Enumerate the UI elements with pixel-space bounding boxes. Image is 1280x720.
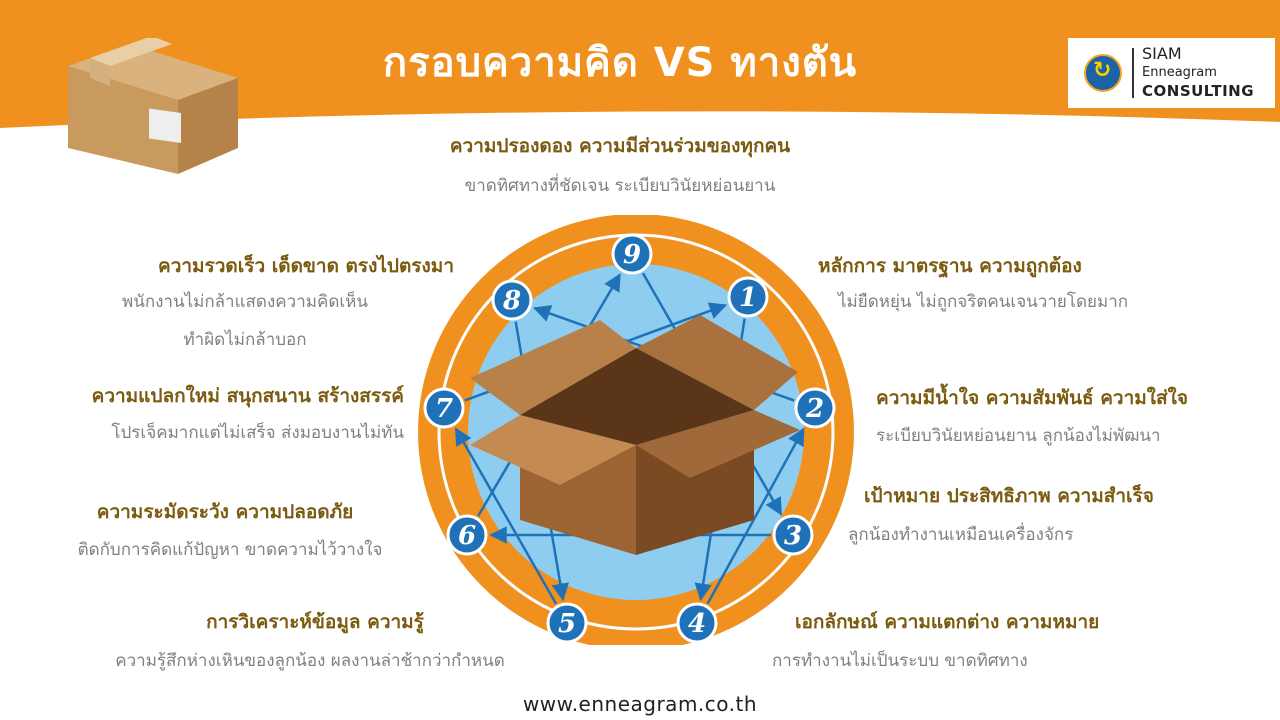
node-circle — [772, 514, 814, 556]
node-type-3: 3 — [772, 514, 814, 556]
node-number: 8 — [502, 286, 521, 316]
node-type-7: 7 — [423, 387, 465, 429]
footer-url[interactable]: www.enneagram.co.th — [522, 692, 758, 716]
node-number: 1 — [739, 283, 757, 313]
node-number: 4 — [688, 609, 706, 639]
type-6-negative: ติดกับการคิดแก้ปัญหา ขาดความไว้วางใจ — [77, 540, 383, 560]
open-box-icon — [470, 315, 800, 555]
type-9-negative: ขาดทิศทางที่ชัดเจน ระเบียบวินัยหย่อนยาน — [464, 176, 776, 196]
node-circle — [546, 602, 588, 644]
enneagram-diagram: 1 2 3 4 5 6 7 8 9 — [418, 215, 854, 645]
type-2-positive: ความมีน้ำใจ ความสัมพันธ์ ความใส่ใจ — [876, 387, 1189, 409]
type-8-negative-2: ทำผิดไม่กล้าบอก — [183, 330, 307, 350]
logo-line-3: CONSULTING — [1142, 82, 1255, 100]
node-type-2: 2 — [794, 387, 836, 429]
enneagram-nodes: 1 2 3 4 5 6 7 8 9 — [423, 233, 836, 644]
node-circle — [491, 279, 533, 321]
node-number: 2 — [805, 394, 824, 424]
type-9-positive: ความปรองดอง ความมีส่วนร่วมของทุกคน — [449, 135, 791, 157]
type-6-positive: ความระมัดระวัง ความปลอดภัย — [96, 501, 354, 523]
logo-line-2: Enneagram — [1142, 65, 1217, 80]
node-type-1: 1 — [727, 276, 769, 318]
type-8-positive: ความรวดเร็ว เด็ดขาด ตรงไปตรงมา — [157, 255, 454, 277]
logo-divider — [1132, 48, 1134, 98]
node-type-8: 8 — [491, 279, 533, 321]
type-5-positive: การวิเคราะห์ข้อมูล ความรู้ — [206, 611, 424, 633]
node-circle — [611, 233, 653, 275]
node-number: 7 — [435, 394, 453, 424]
node-circle — [676, 602, 718, 644]
type-8-negative-1: พนักงานไม่กล้าแสดงความคิดเห็น — [122, 292, 368, 312]
node-type-6: 6 — [446, 514, 488, 556]
type-7-negative: โปรเจ็คมากแต่ไม่เสร็จ ส่งมอบงานไม่ทัน — [111, 423, 404, 443]
siam-enneagram-logo: ↻ SIAM Enneagram CONSULTING — [1068, 38, 1275, 108]
type-1-negative: ไม่ยืดหยุ่น ไม่ถูกจริตคนเจนวายโดยมาก — [838, 292, 1129, 312]
cardboard-box-icon — [68, 38, 238, 174]
type-4-positive: เอกลักษณ์ ความแตกต่าง ความหมาย — [795, 611, 1100, 633]
node-type-5: 5 — [546, 602, 588, 644]
logo-arrow-icon: ↻ — [1084, 54, 1122, 92]
node-type-4: 4 — [676, 602, 718, 644]
header-banner — [0, 0, 1280, 128]
type-7-positive: ความแปลกใหม่ สนุกสนาน สร้างสรรค์ — [91, 385, 404, 407]
node-number: 3 — [784, 521, 802, 551]
type-1-positive: หลักการ มาตรฐาน ความถูกต้อง — [818, 255, 1082, 277]
node-circle — [727, 276, 769, 318]
node-number: 6 — [458, 521, 476, 551]
type-3-positive: เป้าหมาย ประสิทธิภาพ ความสำเร็จ — [864, 485, 1154, 507]
page-title: กรอบความคิด VS ทางตัน — [382, 40, 858, 86]
type-2-negative: ระเบียบวินัยหย่อนยาน ลูกน้องไม่พัฒนา — [876, 426, 1161, 446]
node-number: 9 — [623, 240, 641, 270]
arrow-4-to-2 — [706, 427, 805, 605]
node-number: 5 — [558, 609, 576, 639]
node-circle — [423, 387, 465, 429]
node-type-9: 9 — [611, 233, 653, 275]
type-4-negative: การทำงานไม่เป็นระบบ ขาดทิศทาง — [772, 651, 1028, 671]
node-circle — [794, 387, 836, 429]
logo-line-1: SIAM — [1142, 44, 1182, 63]
type-3-negative: ลูกน้องทำงานเหมือนเครื่องจักร — [848, 525, 1074, 545]
arrow-5-to-7 — [454, 427, 558, 605]
type-5-negative: ความรู้สึกห่างเหินของลูกน้อง ผลงานล่าช้า… — [115, 651, 505, 671]
node-circle — [446, 514, 488, 556]
